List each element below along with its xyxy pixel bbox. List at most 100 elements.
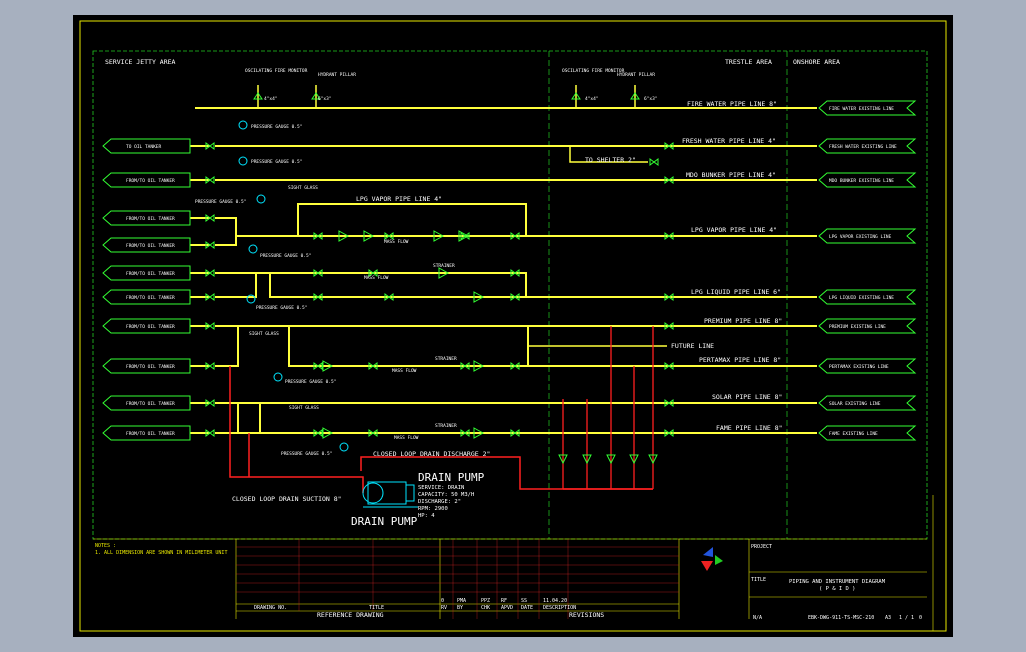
sight-glass-label-3: SIGHT GLASS xyxy=(289,405,319,411)
valve-20 xyxy=(510,293,520,301)
valve-29 xyxy=(664,142,674,150)
existing-line-tag-4 xyxy=(818,228,917,244)
control-valve-2 xyxy=(363,230,375,242)
project-label: PROJECT xyxy=(751,544,772,550)
existing-line-tag-label-5: LPG LIQUID EXISTING LINE xyxy=(829,295,894,301)
existing-line-tag-7 xyxy=(818,358,917,374)
drain-valve-3 xyxy=(606,454,616,465)
pipe-premium-manifold xyxy=(215,326,239,367)
hydrant-pillar-label-2: HYDRANT PILLAR xyxy=(617,72,655,78)
valve-2 xyxy=(205,176,215,184)
control-valve-6 xyxy=(473,291,485,303)
valve-8 xyxy=(205,362,215,370)
existing-line-tag-8 xyxy=(818,395,917,411)
valve-35 xyxy=(664,362,674,370)
pipe-label-lpg-liquid: LPG LIQUID PIPE LINE 6" xyxy=(691,288,781,296)
valve-18 xyxy=(313,293,323,301)
pipe-label-premium: PREMIUM PIPE LINE 8" xyxy=(704,317,782,325)
control-valve-1 xyxy=(338,230,350,242)
existing-line-tag-5 xyxy=(818,289,917,305)
pillar-riser-1-valve xyxy=(311,92,321,100)
tanker-label-4: FROM/TO OIL TANKER xyxy=(126,243,175,249)
pressure-gauge-label-5: PRESSURE GAUGE 0.5" xyxy=(256,305,307,311)
note-1: 1. ALL DIMENSION ARE SHOWN IN MILIMETER … xyxy=(95,550,227,556)
tanker-label-10: FROM/TO OIL TANKER xyxy=(126,431,175,437)
existing-line-tag-label-8: SOLAR EXISTING LINE xyxy=(829,401,881,407)
pressure-gauge-icon-5 xyxy=(246,294,256,304)
pressure-gauge-label-1: PRESSURE GAUGE 0.5" xyxy=(251,124,302,130)
pipe-label-fame: FAME PIPE LINE 8" xyxy=(716,424,783,432)
title-col: TITLE xyxy=(369,605,384,611)
monitor-size-2: 4"x4" xyxy=(585,96,599,102)
tanker-label-2: FROM/TO OIL TANKER xyxy=(126,178,175,184)
revision-number: 0 xyxy=(919,615,922,621)
pillar-size-2: 6"x3" xyxy=(644,96,658,102)
control-valve-5 xyxy=(438,267,450,279)
existing-line-tag-label-6: PREMIUM EXISTING LINE xyxy=(829,324,886,330)
pressure-gauge-icon-6 xyxy=(273,372,283,382)
control-valve-8 xyxy=(473,360,485,372)
pipe-lpg-vapor-manifold xyxy=(215,217,237,246)
pipe-lpg-liquid-run-2 xyxy=(269,273,526,298)
valve-22 xyxy=(368,362,378,370)
existing-line-tag-1 xyxy=(818,100,917,116)
tanker-shape-2 xyxy=(102,172,191,188)
valve-16 xyxy=(368,269,378,277)
control-valve-3 xyxy=(433,230,445,242)
pump-spec-rpm: RPM: 2900 xyxy=(418,506,448,512)
valve-15 xyxy=(313,269,323,277)
valve-4 xyxy=(205,241,215,249)
pipe-label-mdo-bunker: MDO BUNKER PIPE LINE 4" xyxy=(686,171,776,179)
reference-drawing-label: REFERENCE DRAWING xyxy=(317,611,384,619)
mass-flow-label-4: MASS FLOW xyxy=(394,435,419,441)
control-valve-4 xyxy=(458,230,470,242)
control-valve-10 xyxy=(473,427,485,439)
rev-col-2: BY xyxy=(457,605,463,611)
drain-suction-label: CLOSED LOOP DRAIN SUCTION 8" xyxy=(232,495,342,503)
rev-col-3: CHK xyxy=(481,605,490,611)
pressure-gauge-icon-4 xyxy=(248,244,258,254)
valve-26 xyxy=(368,429,378,437)
monitor-riser-2-valve xyxy=(571,92,581,100)
pressure-gauge-icon-2 xyxy=(238,156,248,166)
drawing-border xyxy=(92,50,928,540)
pressure-gauge-label-2: PRESSURE GAUGE 0.5" xyxy=(251,159,302,165)
drain-suction-header xyxy=(229,366,364,493)
existing-line-tag-3 xyxy=(818,172,917,188)
lpg-vapor-upper-label: LPG VAPOR PIPE LINE 4" xyxy=(356,195,442,203)
valve-28 xyxy=(510,429,520,437)
rev-col-1: RV xyxy=(441,605,447,611)
valve-7 xyxy=(205,322,215,330)
rev-cell-6: 11.04.20 xyxy=(543,598,567,604)
sight-glass-label-2: SIGHT GLASS xyxy=(249,331,279,337)
valve-1 xyxy=(205,142,215,150)
pillar-size-1: 6"x3" xyxy=(318,96,332,102)
pipe-pertamax-run xyxy=(288,326,529,367)
pipe-solar-fame-manifold xyxy=(215,402,239,434)
existing-line-tag-label-2: FRESH WATER EXISTING LINE xyxy=(829,144,897,150)
pipe-label-pertamax: PERTAMAX PIPE LINE 8" xyxy=(699,356,781,364)
pump-spec-hp: HP: 4 xyxy=(418,513,435,519)
strainer-label-1: STRAINER xyxy=(433,263,455,269)
strainer-label-2: STRAINER xyxy=(435,356,457,362)
pipe-label-solar: SOLAR PIPE LINE 8" xyxy=(712,393,782,401)
drain-valve-2 xyxy=(582,454,592,465)
pipe-lpg-liquid-manifold xyxy=(215,272,257,298)
tanker-label-6: FROM/TO OIL TANKER xyxy=(126,295,175,301)
notes-title: NOTES : xyxy=(95,543,116,549)
strainer-label-3: STRAINER xyxy=(435,423,457,429)
drawing-sheet: SERVICE JETTY AREA TRESTLE AREA ONSHORE … xyxy=(73,15,953,637)
valve-36 xyxy=(664,399,674,407)
existing-line-tag-label-1: FIRE WATER EXISTING LINE xyxy=(829,106,894,112)
revisions-label: REVISIONS xyxy=(569,611,604,619)
area-label-trestle: TRESTLE AREA xyxy=(725,58,772,66)
hydrant-monitor-label-1: OSCILATING FIRE MONITOR xyxy=(245,68,308,74)
sight-glass-label-1: SIGHT GLASS xyxy=(288,185,318,191)
pid-symbols xyxy=(205,92,674,465)
pipe-label-fresh-water: FRESH WATER PIPE LINE 4" xyxy=(682,137,776,145)
hydrant-monitor-label-2: OSCILATING FIRE MONITOR xyxy=(562,68,625,74)
pressure-gauge-icon-7 xyxy=(339,442,349,452)
rev-col-5: DATE xyxy=(521,605,533,611)
valve-11 xyxy=(313,232,323,240)
outer-frame xyxy=(79,20,947,632)
